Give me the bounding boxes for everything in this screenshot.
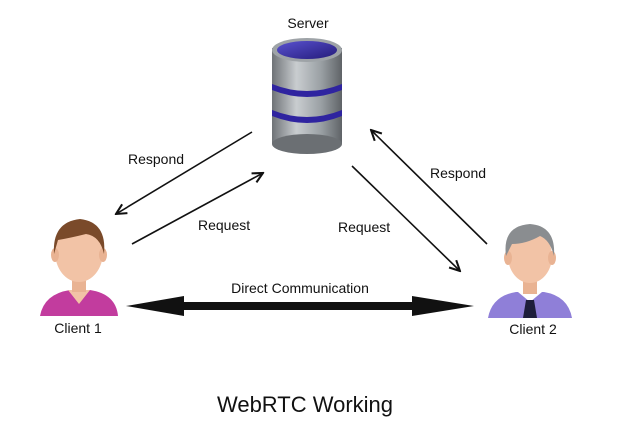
client2-avatar-icon	[488, 224, 572, 318]
left-respond-label: Respond	[128, 151, 184, 167]
arrow-server-to-client2	[351, 165, 460, 271]
left-request-label: Request	[198, 217, 250, 233]
right-respond-label: Respond	[430, 165, 486, 181]
arrow-client1-to-server	[131, 173, 263, 245]
right-request-label: Request	[338, 219, 390, 235]
client1-avatar-icon	[40, 219, 118, 316]
diagram-title: WebRTC Working	[217, 392, 393, 417]
direct-communication-arrow	[126, 296, 474, 316]
server-label: Server	[287, 15, 329, 31]
direct-communication-label: Direct Communication	[231, 280, 369, 296]
server-icon	[272, 38, 342, 154]
arrow-server-to-client1	[116, 131, 253, 214]
client1-label: Client 1	[54, 320, 102, 336]
arrow-client2-to-server	[371, 130, 488, 245]
client2-label: Client 2	[509, 321, 557, 337]
